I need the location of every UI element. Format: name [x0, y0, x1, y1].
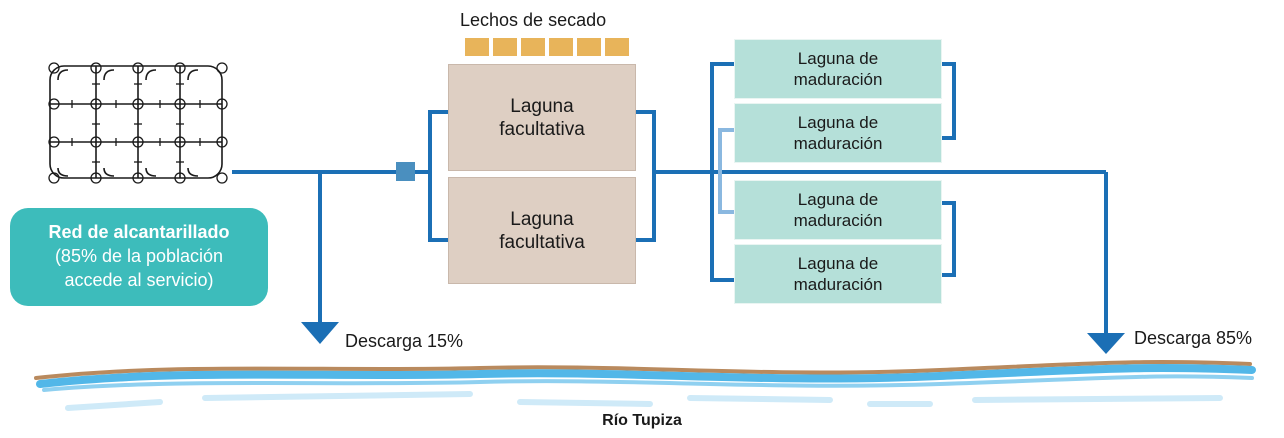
- maturation-link-pipe-b: [942, 201, 956, 277]
- sewer-network-title: Red de alcantarillado: [48, 222, 230, 242]
- facultative-inlet-pipe: [428, 110, 448, 242]
- sewer-network-line2: (85% de la población: [54, 246, 224, 266]
- maturation-lagoon-2: Laguna de maduración: [734, 103, 942, 163]
- facultative-lagoon-2: Laguna facultativa: [448, 177, 636, 284]
- distribution-box: [396, 162, 415, 181]
- discharge-arrow-right: [1087, 333, 1125, 354]
- discharge-right-label: Descarga 85%: [1134, 328, 1253, 348]
- drying-bed: [605, 38, 629, 56]
- pipes: [232, 62, 1108, 336]
- maturation-lagoon-4: Laguna de maduración: [734, 244, 942, 304]
- discharge-arrow-left: [301, 322, 339, 344]
- facultative-lagoon-1: Laguna facultativa: [448, 64, 636, 171]
- maturation-link-pipe-a: [942, 62, 956, 140]
- river: [34, 360, 1256, 411]
- facultative-lagoon-1-line1: Laguna: [510, 95, 574, 117]
- sewer-network-icon: [48, 62, 228, 184]
- sewer-network-line3: accede al servicio): [64, 270, 214, 290]
- maturation-inlet-pipe-a: [710, 62, 734, 282]
- drying-bed: [465, 38, 489, 56]
- facultative-lagoon-2-line2: facultativa: [499, 231, 585, 253]
- maturation-lagoon-4-line2: maduración: [793, 275, 883, 294]
- drying-bed: [521, 38, 545, 56]
- drying-bed: [577, 38, 601, 56]
- facultative-lagoon-2-line1: Laguna: [510, 208, 574, 230]
- maturation-lagoon-2-line2: maduración: [793, 134, 883, 153]
- maturation-lagoon-2-line1: Laguna de: [797, 113, 879, 132]
- maturation-lagoon-1: Laguna de maduración: [734, 39, 942, 99]
- maturation-lagoon-1-line2: maduración: [793, 70, 883, 89]
- maturation-lagoon-1-line1: Laguna de: [797, 49, 879, 68]
- sewer-network-badge: Red de alcantarillado (85% de la poblaci…: [10, 208, 268, 306]
- maturation-lagoon-4-line1: Laguna de: [797, 254, 879, 273]
- maturation-lagoon-3: Laguna de maduración: [734, 180, 942, 240]
- drying-bed: [493, 38, 517, 56]
- maturation-light-pipe: [718, 128, 734, 214]
- drying-beds-label: Lechos de secado: [460, 10, 607, 30]
- maturation-lagoon-3-line2: maduración: [793, 211, 883, 230]
- discharge-left-label: Descarga 15%: [345, 331, 464, 351]
- facultative-lagoon-1-line2: facultativa: [499, 118, 585, 140]
- drying-bed: [549, 38, 573, 56]
- drying-beds: [465, 38, 629, 56]
- river-name: Río Tupiza: [602, 412, 682, 429]
- facultative-outlet-pipe: [636, 110, 656, 242]
- maturation-lagoon-3-line1: Laguna de: [797, 190, 879, 209]
